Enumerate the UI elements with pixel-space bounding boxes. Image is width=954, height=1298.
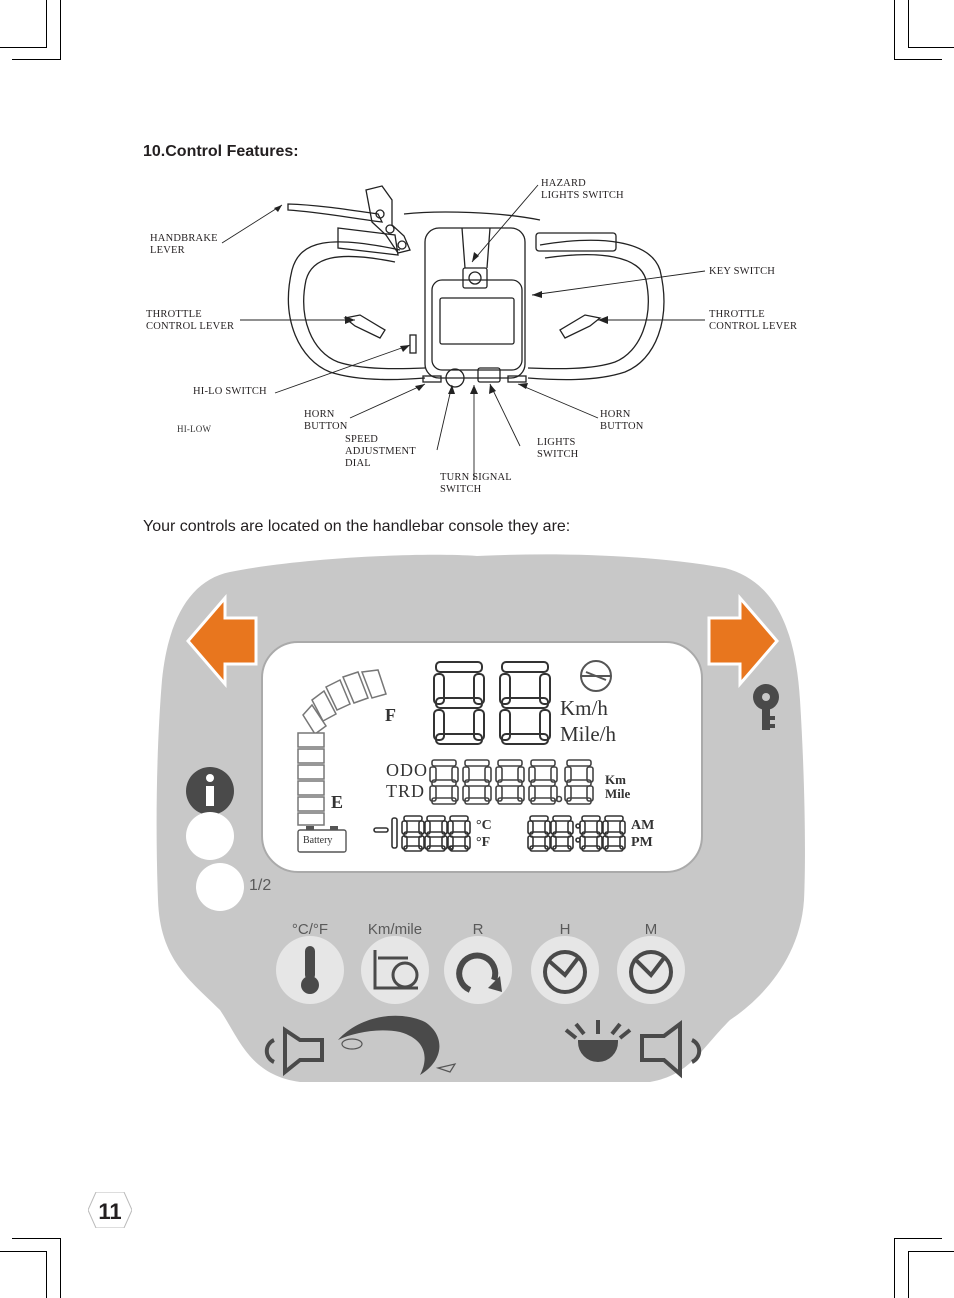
temperature-digits (373, 815, 471, 852)
callout-handbrake: HANDBRAKE LEVER (150, 233, 218, 256)
crop-mark (908, 0, 909, 47)
brake-lever (287, 203, 384, 223)
am-label: AM (631, 818, 655, 833)
speed-unit-mile: Mile/h (560, 722, 616, 746)
crop-mark (908, 1251, 909, 1298)
right-turn-arrow-icon (707, 593, 779, 689)
odometer-digits (429, 759, 594, 805)
crop-mark (894, 59, 942, 60)
thermometer-button (276, 936, 344, 1004)
crop-mark (12, 1238, 60, 1239)
callout-turn-signal: TURN SIGNAL SWITCH (440, 472, 512, 495)
crop-mark (46, 1251, 47, 1298)
callout-speed-dial: SPEED ADJUSTMENT DIAL (345, 434, 416, 469)
speed-digits (433, 661, 551, 745)
handlebar-diagram (221, 184, 706, 480)
crop-mark (46, 0, 47, 47)
minute-button (617, 936, 685, 1004)
button-label-hour: H (559, 921, 571, 938)
callout-lights-switch: LIGHTS SWITCH (537, 437, 579, 460)
odo-label: ODO (386, 760, 428, 780)
section-title: 10.Control Features: (143, 143, 299, 160)
lcd-screen (261, 641, 703, 873)
function-buttons (276, 936, 685, 1004)
crop-mark (908, 47, 954, 48)
page-number: 11 (98, 1199, 122, 1224)
callout-horn-right: HORN BUTTON (600, 409, 644, 432)
half-button (196, 863, 244, 911)
mode-button (186, 812, 234, 860)
crop-mark (894, 0, 895, 60)
half-label: 1/2 (249, 877, 272, 894)
left-handlebar (287, 241, 426, 381)
button-label-minute: M (644, 921, 658, 938)
button-label-temp: °C/°F (291, 921, 329, 938)
page-number-badge: 11 (88, 1192, 132, 1228)
crop-mark (60, 0, 61, 60)
callout-throttle-right: THROTTLE CONTROL LEVER (709, 309, 798, 332)
fuel-empty-label: E (331, 792, 344, 812)
callout-hazard: HAZARD LIGHTS SWITCH (541, 178, 624, 201)
crop-mark (894, 1238, 895, 1298)
key-icon (753, 684, 779, 730)
crop-mark (894, 1238, 942, 1239)
callout-horn-left: HORN BUTTON (304, 409, 348, 432)
cruise-icon (580, 660, 612, 692)
console-body (424, 227, 526, 379)
crop-mark (0, 47, 47, 48)
crop-mark (0, 1251, 47, 1252)
temp-f-label: °F (476, 835, 491, 850)
fuel-full-label: F (385, 705, 396, 725)
odometer-button (361, 936, 429, 1004)
battery-label: Battery (303, 835, 333, 846)
headlight-icon (564, 1020, 632, 1062)
crop-mark (908, 1251, 954, 1252)
trip-label: TRD (386, 781, 425, 801)
pm-label: PM (631, 835, 653, 850)
left-turn-arrow-icon (186, 593, 258, 689)
button-label-reset: R (472, 921, 484, 938)
temp-c-label: °C (476, 818, 492, 833)
button-label-km-mile: Km/mile (367, 921, 423, 938)
intro-text: Your controls are located on the handleb… (143, 518, 571, 535)
clock-digits (527, 815, 626, 852)
speed-dial-icon (338, 1015, 457, 1075)
speed-unit-km: Km/h (560, 696, 608, 720)
horn-left-icon (264, 1026, 324, 1077)
horn-right-icon (640, 1020, 702, 1079)
battery-icon (297, 829, 347, 853)
reset-button (444, 936, 512, 1004)
callout-throttle-left: THROTTLE CONTROL LEVER (146, 309, 235, 332)
callout-hilo-switch: HI-LO SWITCH (193, 386, 267, 397)
hour-button (531, 936, 599, 1004)
crop-mark (12, 59, 60, 60)
info-button (186, 767, 234, 815)
right-handlebar (527, 239, 665, 381)
odo-unit-mile: Mile (605, 786, 631, 801)
crop-mark (60, 1238, 61, 1298)
fuel-gauge (297, 669, 387, 826)
callout-key-switch: KEY SWITCH (709, 266, 776, 277)
callout-hilow-note: HI-LOW (177, 424, 212, 434)
odo-unit-km: Km (605, 772, 626, 787)
